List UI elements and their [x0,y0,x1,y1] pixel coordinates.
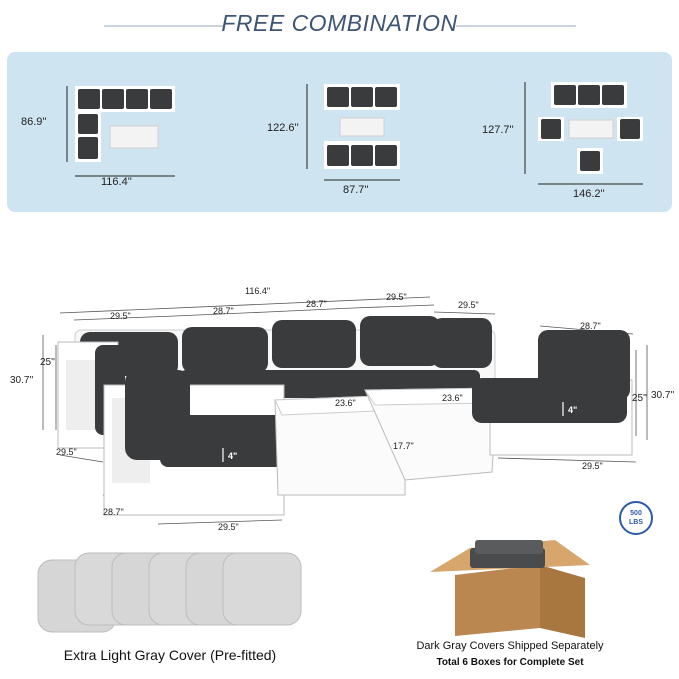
dim-height-right: 30.7'' [651,390,675,401]
dim-cushion-c: 4" [568,405,578,415]
dim-seg1: 29.5" [110,311,131,321]
cover-stack [37,552,302,633]
combination-diagrams [66,82,643,185]
combo-1-width: 116.4'' [101,176,132,188]
coffee-tables [274,387,498,496]
title-rule-right [456,25,576,27]
dim-seg4: 29.5" [386,292,407,302]
dim-front-depth: 28.7" [103,507,124,517]
right-chair [472,330,633,456]
combo-1-layout [66,86,175,177]
combo-2-layout [306,84,400,181]
title-row: FREE COMBINATION [0,0,679,50]
combo-2-depth: 122.6'' [267,122,299,134]
dim-table1-width: 23.6" [335,398,356,408]
dim-cushion-b: 4" [228,451,238,461]
dim-seg2: 28.7" [213,306,234,316]
dim-height-left: 30.7'' [10,375,34,386]
cover-caption: Extra Light Gray Cover (Pre-fitted) [63,647,277,663]
dim-table-height: 17.7" [393,441,414,451]
dim-front-width: 29.5" [218,522,239,532]
dim-arm-depth-left: 29.5" [56,447,77,457]
dim-seat-height-left: 25'' [40,357,55,368]
badge-unit: LBS [629,519,643,526]
combo-1-depth: 86.9'' [21,116,47,128]
front-chair [103,370,285,516]
dim-total-length: 116.4" [245,286,271,296]
dim-seg5: 29.5" [458,300,479,310]
shipping-caption-line1: Dark Gray Covers Shipped Separately [416,640,604,652]
weight-capacity-badge: 500 LBS [619,501,653,535]
dim-seg3: 28.7" [306,299,327,309]
dim-cushion-a: 4" [242,391,252,401]
dim-chair-width: 28.7" [580,321,601,331]
combo-3-layout [524,82,643,185]
dim-table2-width: 23.6" [442,393,463,403]
page-title: FREE COMBINATION [221,10,458,36]
title-rule-left [104,25,224,27]
dim-chair-depth-right: 29.5" [582,461,603,471]
combination-panel: 86.9'' 116.4'' 122.6'' 87.7'' 127.7'' 14… [7,52,672,212]
dim-seat-height-right: 25'' [632,393,647,404]
badge-value: 500 [630,510,642,517]
shipping-box [430,540,590,638]
cushion-thickness-marks [222,388,564,462]
combo-3-width: 146.2'' [573,188,605,200]
combo-2-width: 87.7'' [343,184,369,196]
shipping-caption-line2: Total 6 Boxes for Complete Set [436,657,584,668]
combo-3-depth: 127.7'' [482,124,514,136]
